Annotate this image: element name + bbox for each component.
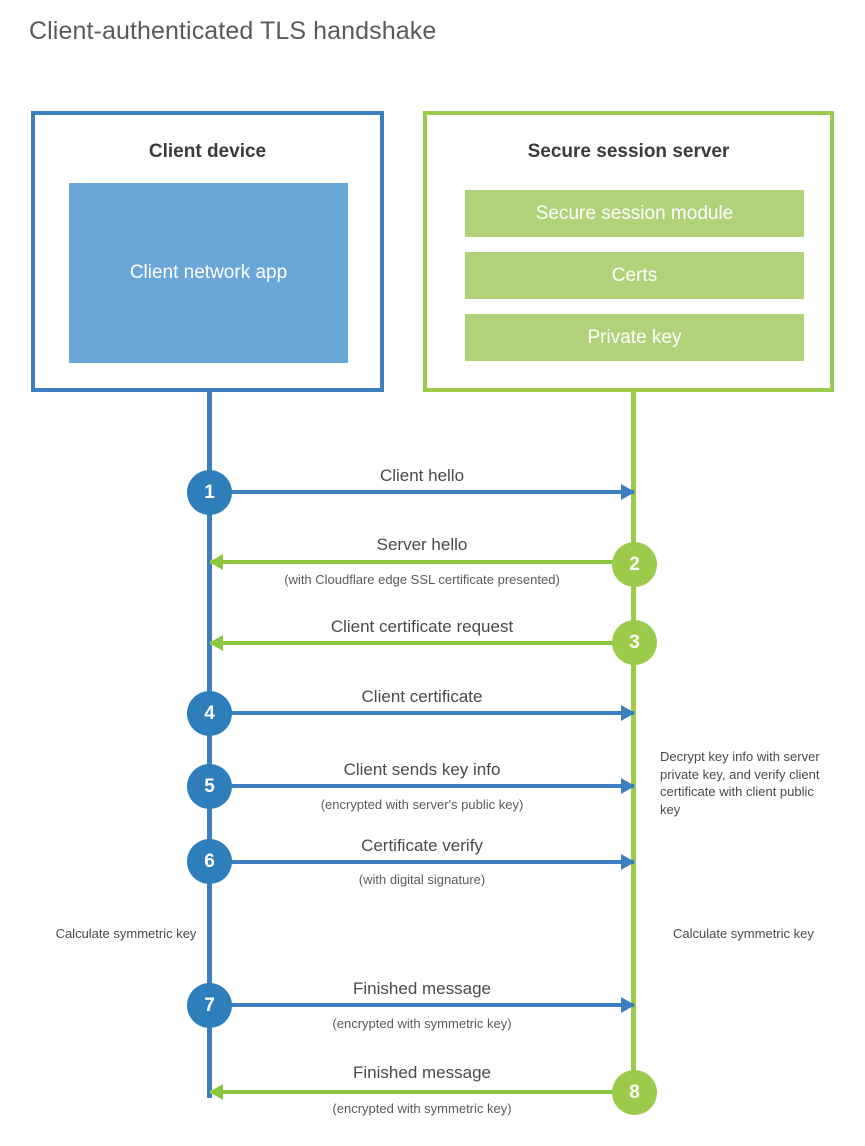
client-lifeline: [207, 392, 212, 1098]
page-title: Client-authenticated TLS handshake: [29, 17, 437, 45]
arrowhead-left-icon: [209, 635, 223, 651]
arrow-shaft: [210, 560, 634, 564]
step-1-label: Client hello: [379, 466, 465, 485]
arrow-shaft: [210, 641, 634, 645]
step-5-label: Client sends key info: [343, 760, 501, 779]
step-6-sublabel: (with digital signature): [358, 872, 486, 887]
server-component-private-key: Private key: [465, 314, 804, 361]
step-7-sublabel: (encrypted with symmetric key): [332, 1016, 512, 1031]
step-circle-6[interactable]: 6: [187, 839, 232, 884]
secure-session-server-box: Secure session server Secure session mod…: [423, 111, 834, 392]
step-circle-2[interactable]: 2: [612, 542, 657, 587]
client-device-box: Client device Client network app: [31, 111, 384, 392]
step-circle-3[interactable]: 3: [612, 620, 657, 665]
step-2-sublabel: (with Cloudflare edge SSL certificate pr…: [284, 572, 560, 587]
step-3-arrow: [209, 635, 634, 651]
arrow-shaft: [210, 711, 634, 715]
step-8-sublabel: (encrypted with symmetric key): [332, 1101, 512, 1116]
server-decrypt-note: Decrypt key info with server private key…: [660, 749, 820, 817]
step-3-label: Client certificate request: [330, 617, 514, 636]
server-component-secure-session-module: Secure session module: [465, 190, 804, 237]
arrowhead-right-icon: [621, 705, 635, 721]
arrow-shaft: [210, 860, 634, 864]
step-6-arrow: [210, 854, 635, 870]
arrowhead-left-icon: [209, 1084, 223, 1100]
step-2-arrow: [209, 554, 634, 570]
client-network-app-block: Client network app: [69, 183, 348, 363]
client-device-title: Client device: [148, 141, 267, 162]
step-circle-8[interactable]: 8: [612, 1070, 657, 1115]
arrow-shaft: [210, 1003, 634, 1007]
step-2-label: Server hello: [376, 535, 468, 554]
arrowhead-right-icon: [621, 484, 635, 500]
server-calculate-note: Calculate symmetric key: [673, 926, 814, 941]
arrowhead-left-icon: [209, 554, 223, 570]
step-circle-7[interactable]: 7: [187, 983, 232, 1028]
step-5-sublabel: (encrypted with server's public key): [320, 797, 524, 812]
client-calculate-note: Calculate symmetric key: [55, 926, 197, 941]
arrowhead-right-icon: [621, 997, 635, 1013]
arrow-shaft: [210, 784, 634, 788]
server-component-certs: Certs: [465, 252, 804, 299]
step-5-arrow: [210, 778, 635, 794]
step-8-label: Finished message: [353, 1063, 491, 1082]
step-7-label: Finished message: [353, 979, 491, 998]
arrow-shaft: [210, 1090, 634, 1094]
step-4-label: Client certificate: [361, 687, 483, 706]
step-4-arrow: [210, 705, 635, 721]
secure-session-server-title: Secure session server: [527, 141, 730, 162]
server-lifeline: [631, 392, 636, 1093]
step-1-arrow: [210, 484, 635, 500]
arrow-shaft: [210, 490, 634, 494]
step-circle-5[interactable]: 5: [187, 764, 232, 809]
arrowhead-right-icon: [621, 778, 635, 794]
step-6-label: Certificate verify: [361, 836, 483, 855]
step-circle-1[interactable]: 1: [187, 470, 232, 515]
step-7-arrow: [210, 997, 635, 1013]
step-circle-4[interactable]: 4: [187, 691, 232, 736]
arrowhead-right-icon: [621, 854, 635, 870]
step-8-arrow: [209, 1084, 634, 1100]
